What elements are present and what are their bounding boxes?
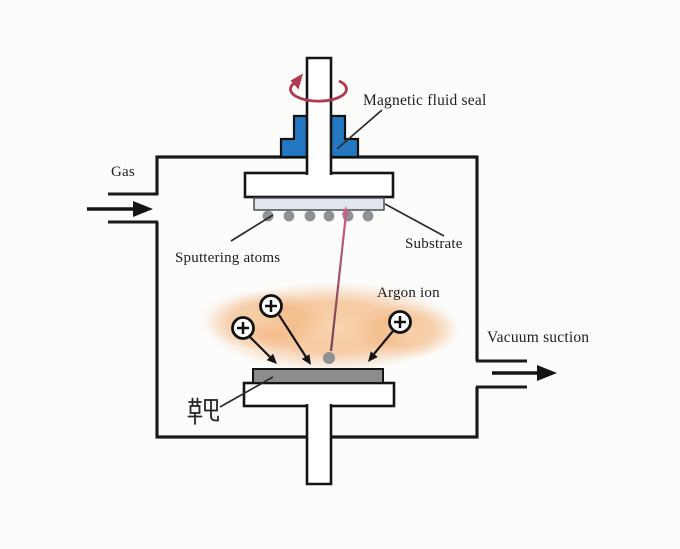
vacuum-flow-arrow-icon — [492, 365, 557, 381]
label-vacuum-suction: Vacuum suction — [487, 329, 590, 346]
argon-ion-icon — [259, 294, 283, 318]
pedestal-stem — [306, 399, 332, 484]
rotation-arrow-icon — [289, 73, 348, 103]
gas-inlet-port — [87, 192, 158, 224]
pointer-target — [219, 376, 274, 408]
target-pedestal — [242, 381, 396, 486]
pointer-magnetic-fluid-seal — [336, 109, 383, 150]
vacuum-outlet-port — [476, 359, 557, 389]
rotating-shaft — [305, 56, 333, 175]
substrate-holder — [243, 171, 395, 199]
sputtered-atom-dot — [323, 352, 335, 364]
label-sputtering-atoms: Sputtering atoms — [175, 250, 281, 266]
sputtering-atoms-dots — [262, 210, 374, 222]
argon-ion-icon — [388, 310, 412, 334]
argon-ion-icon — [231, 316, 255, 340]
target-cn-label-glyph — [187, 397, 219, 425]
target-plate — [252, 368, 384, 384]
ion-arrows — [249, 314, 394, 365]
label-argon-ion: Argon ion — [377, 285, 440, 301]
label-substrate: Substrate — [405, 236, 463, 252]
atom-trajectory — [323, 206, 349, 364]
gas-flow-arrow-icon — [87, 201, 153, 217]
pointer-substrate — [384, 203, 445, 237]
pointer-sputtering-atoms — [230, 214, 274, 242]
label-gas: Gas — [111, 164, 135, 180]
label-magnetic-fluid-seal: Magnetic fluid seal — [363, 92, 487, 109]
argon-ion-icons — [231, 294, 412, 340]
pointer-lines — [219, 109, 445, 408]
substrate-plate — [253, 197, 385, 211]
